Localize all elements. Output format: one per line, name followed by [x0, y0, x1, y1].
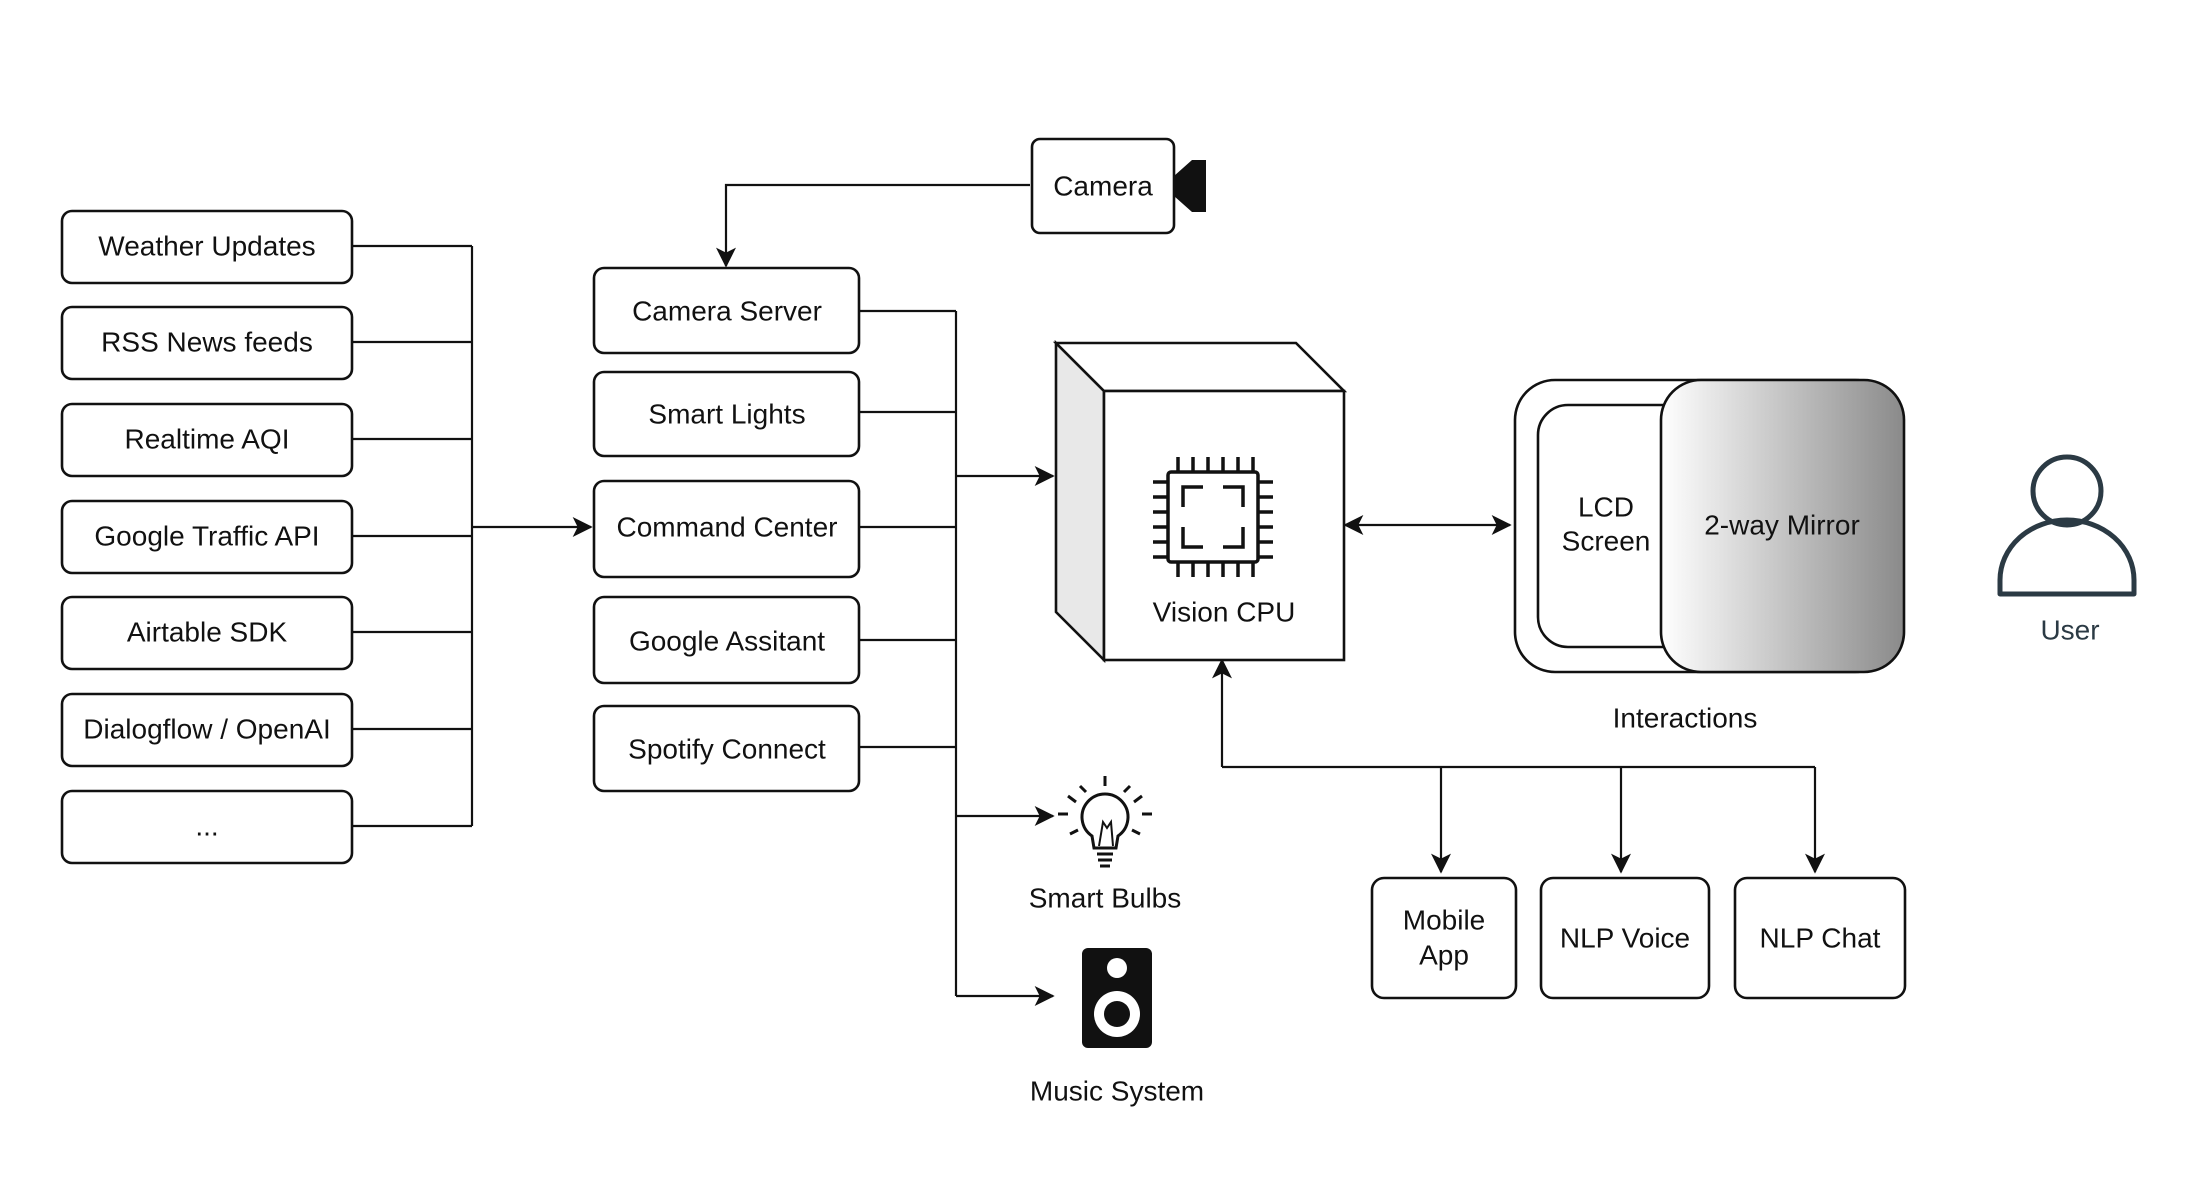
source-label: Dialogflow / OpenAI	[83, 713, 330, 744]
mirror-label: 2-way Mirror	[1704, 509, 1860, 540]
source-label: Weather Updates	[98, 230, 315, 261]
lcd-label-line1: LCD	[1578, 491, 1634, 522]
display-unit: LCD Screen 2-way Mirror Interactions	[1513, 378, 1906, 733]
user-label: User	[2040, 614, 2099, 645]
source-label: RSS News feeds	[101, 326, 313, 357]
user-icon	[1997, 454, 2137, 597]
camera-icon	[1174, 160, 1206, 212]
service-label: Spotify Connect	[628, 733, 826, 764]
interfaces: Mobile App NLP Voice NLP Chat	[1370, 876, 1907, 1000]
interface-nlp-chat: NLP Chat	[1733, 876, 1907, 1000]
service-smart-lights: Smart Lights	[592, 370, 861, 458]
lcd-label-line2: Screen	[1562, 525, 1651, 556]
interactions-caption: Interactions	[1613, 702, 1758, 733]
service-google-assistant: Google Assitant	[592, 595, 861, 685]
music-system-node: Music System	[1030, 948, 1204, 1106]
services: Camera Server Smart Lights Command Cente…	[592, 266, 861, 793]
cpu-label: Vision CPU	[1153, 596, 1296, 627]
source-more: ...	[60, 789, 354, 865]
mobile-label-line1: Mobile	[1403, 904, 1485, 935]
source-airtable-sdk: Airtable SDK	[60, 595, 354, 671]
service-camera-server: Camera Server	[592, 266, 861, 355]
connectors	[352, 183, 1825, 1006]
camera-label: Camera	[1053, 170, 1153, 201]
user-node: User	[1997, 454, 2137, 645]
vision-cpu: Vision CPU	[1052, 339, 1348, 664]
service-spotify-connect: Spotify Connect	[592, 704, 861, 793]
bulbs-label: Smart Bulbs	[1029, 882, 1182, 913]
lightbulb-icon	[1058, 776, 1152, 868]
source-label: ...	[195, 810, 218, 841]
camera-node: Camera	[1030, 137, 1206, 235]
source-weather-updates: Weather Updates	[60, 209, 354, 285]
voice-label: NLP Voice	[1560, 922, 1690, 953]
chat-label: NLP Chat	[1760, 922, 1881, 953]
music-label: Music System	[1030, 1075, 1204, 1106]
speaker-icon	[1082, 948, 1152, 1048]
source-label: Airtable SDK	[127, 616, 288, 647]
source-rss-news-feeds: RSS News feeds	[60, 305, 354, 381]
source-realtime-aqi: Realtime AQI	[60, 402, 354, 478]
interface-mobile-app: Mobile App	[1370, 876, 1518, 1000]
interface-nlp-voice: NLP Voice	[1539, 876, 1711, 1000]
source-label: Realtime AQI	[125, 423, 290, 454]
service-label: Camera Server	[632, 295, 822, 326]
service-label: Command Center	[617, 511, 838, 542]
data-sources: Weather Updates RSS News feeds Realtime …	[60, 209, 354, 865]
chip-icon	[1153, 457, 1273, 577]
source-google-traffic-api: Google Traffic API	[60, 499, 354, 575]
service-label: Smart Lights	[648, 398, 805, 429]
service-label: Google Assitant	[629, 625, 825, 656]
source-label: Google Traffic API	[94, 520, 319, 551]
smart-bulbs-node: Smart Bulbs	[1029, 776, 1182, 913]
mobile-label-line2: App	[1419, 939, 1469, 970]
service-command-center: Command Center	[592, 479, 861, 579]
source-dialogflow-openai: Dialogflow / OpenAI	[60, 692, 354, 768]
